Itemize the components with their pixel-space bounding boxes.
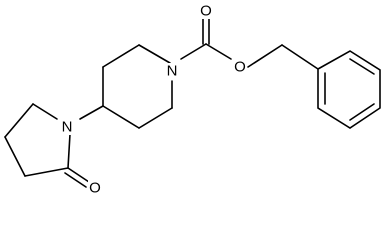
atom-o-ester: O	[234, 59, 246, 76]
benzene-hexagon	[317, 50, 381, 129]
chemical-structure-diagram: O N O N O	[4, 3, 381, 197]
atom-o-carbonyl: O	[200, 3, 212, 20]
bond-c-n-piperidine	[180, 43, 207, 60]
piperidine-bond-c5-c6	[138, 107, 173, 129]
atom-o-lactam: O	[89, 180, 101, 197]
bond-piperidine-pyrrolidinone	[79, 105, 104, 120]
pyrrolidinone-bond-c4-c5	[24, 167, 69, 177]
benzene-inner-bond-1	[349, 58, 375, 75]
pyrrolidinone-bond-c5-n	[67, 133, 71, 169]
bond-ch2-phenyl	[281, 44, 319, 70]
pyrrolidinone-bond-n-c2	[32, 103, 58, 120]
pyrrolidinone-bond-c2-c3	[4, 103, 34, 138]
pyrrolidinone-bond-c3-c4	[4, 136, 26, 177]
lactam-double-bond-a	[67, 167, 90, 183]
pyrrolidinone-ring	[4, 103, 90, 188]
piperidine-ring	[102, 44, 173, 129]
atom-labels: O N O N O	[60, 3, 247, 197]
benzene-inner-bond-2	[349, 103, 375, 121]
piperidine-bond-c4-c5	[102, 105, 140, 129]
piperidine-bond-c2-c3	[102, 44, 140, 68]
piperidine-bond-n-c2	[138, 44, 171, 64]
atom-n-piperidine: N	[167, 63, 178, 80]
atom-n-pyrrolidinone: N	[62, 119, 73, 136]
benzene-ring	[317, 50, 381, 129]
benzyl-chain	[247, 44, 319, 70]
bond-o-ch2	[247, 44, 283, 68]
bond-c-o-ester	[205, 43, 232, 60]
carbamate-group	[180, 17, 232, 60]
lactam-double-bond-b	[64, 172, 87, 188]
